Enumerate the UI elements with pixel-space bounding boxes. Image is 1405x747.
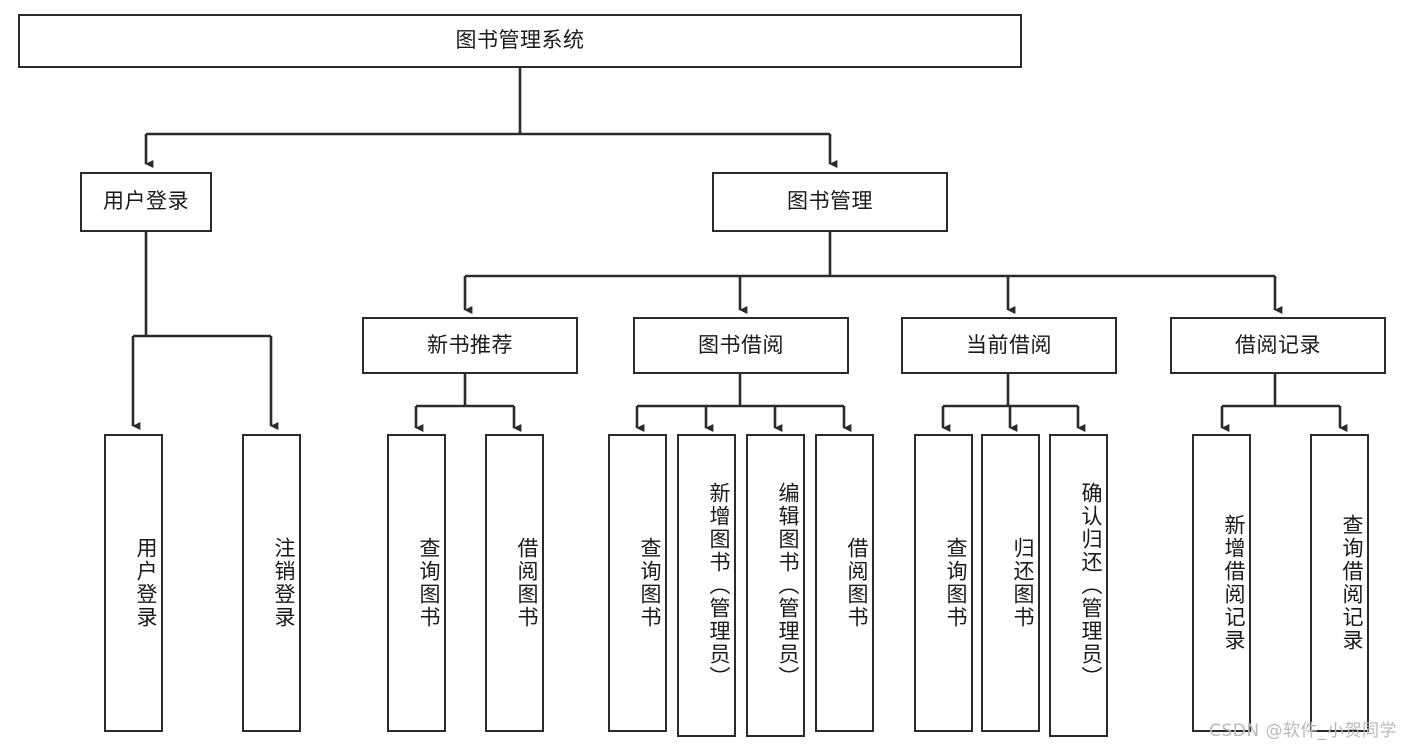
node-leaf-book-borrow-4[interactable]: 借阅图书 bbox=[815, 434, 874, 732]
node-leaf-book-borrow-2[interactable]: 新增图书（管理员） bbox=[677, 434, 736, 737]
node-leaf-new-book-1-label: 查询图书 bbox=[417, 537, 441, 629]
node-leaf-borrow-record-1-label: 新增借阅记录 bbox=[1222, 514, 1246, 652]
node-leaf-current-borrow-1-label: 查询图书 bbox=[944, 537, 968, 629]
node-leaf-current-borrow-1[interactable]: 查询图书 bbox=[914, 434, 973, 732]
node-leaf-user-login-1-label: 用户登录 bbox=[134, 537, 158, 629]
node-borrow-record-label: 借阅记录 bbox=[1235, 332, 1321, 357]
node-borrow-record[interactable]: 借阅记录 bbox=[1170, 317, 1386, 374]
node-leaf-current-borrow-2[interactable]: 归还图书 bbox=[981, 434, 1040, 732]
node-root-system-label: 图书管理系统 bbox=[455, 28, 585, 53]
node-leaf-user-login-2-label: 注销登录 bbox=[272, 537, 296, 629]
node-current-borrow[interactable]: 当前借阅 bbox=[901, 317, 1117, 374]
node-leaf-current-borrow-3[interactable]: 确认归还（管理员） bbox=[1049, 434, 1108, 737]
node-leaf-user-login-2[interactable]: 注销登录 bbox=[242, 434, 301, 732]
csdn-watermark: CSDN @软件_小贺同学 bbox=[1209, 721, 1397, 741]
node-book-borrow[interactable]: 图书借阅 bbox=[633, 317, 849, 374]
node-leaf-current-borrow-2-label: 归还图书 bbox=[1011, 537, 1035, 629]
node-leaf-new-book-2-label: 借阅图书 bbox=[515, 537, 539, 629]
node-current-borrow-label: 当前借阅 bbox=[966, 332, 1052, 357]
node-new-book-recommend-label: 新书推荐 bbox=[427, 332, 513, 357]
node-book-borrow-label: 图书借阅 bbox=[698, 332, 784, 357]
node-user-login-label: 用户登录 bbox=[103, 189, 189, 214]
node-book-manage[interactable]: 图书管理 bbox=[712, 172, 948, 232]
node-leaf-borrow-record-1[interactable]: 新增借阅记录 bbox=[1192, 434, 1251, 732]
node-leaf-book-borrow-3-label: 编辑图书（管理员） bbox=[776, 482, 800, 689]
node-leaf-current-borrow-3-label: 确认归还（管理员） bbox=[1079, 482, 1103, 689]
node-user-login[interactable]: 用户登录 bbox=[80, 172, 212, 232]
node-leaf-borrow-record-2[interactable]: 查询借阅记录 bbox=[1310, 434, 1369, 732]
node-leaf-new-book-1[interactable]: 查询图书 bbox=[387, 434, 446, 732]
node-leaf-user-login-1[interactable]: 用户登录 bbox=[104, 434, 163, 732]
node-leaf-borrow-record-2-label: 查询借阅记录 bbox=[1340, 514, 1364, 652]
node-leaf-new-book-2[interactable]: 借阅图书 bbox=[485, 434, 544, 732]
node-leaf-book-borrow-1[interactable]: 查询图书 bbox=[608, 434, 667, 732]
node-leaf-book-borrow-1-label: 查询图书 bbox=[638, 537, 662, 629]
node-leaf-book-borrow-2-label: 新增图书（管理员） bbox=[707, 482, 731, 689]
node-leaf-book-borrow-4-label: 借阅图书 bbox=[845, 537, 869, 629]
node-new-book-recommend[interactable]: 新书推荐 bbox=[362, 317, 578, 374]
node-book-manage-label: 图书管理 bbox=[787, 189, 873, 214]
node-leaf-book-borrow-3[interactable]: 编辑图书（管理员） bbox=[746, 434, 805, 737]
node-root-system[interactable]: 图书管理系统 bbox=[18, 14, 1022, 68]
